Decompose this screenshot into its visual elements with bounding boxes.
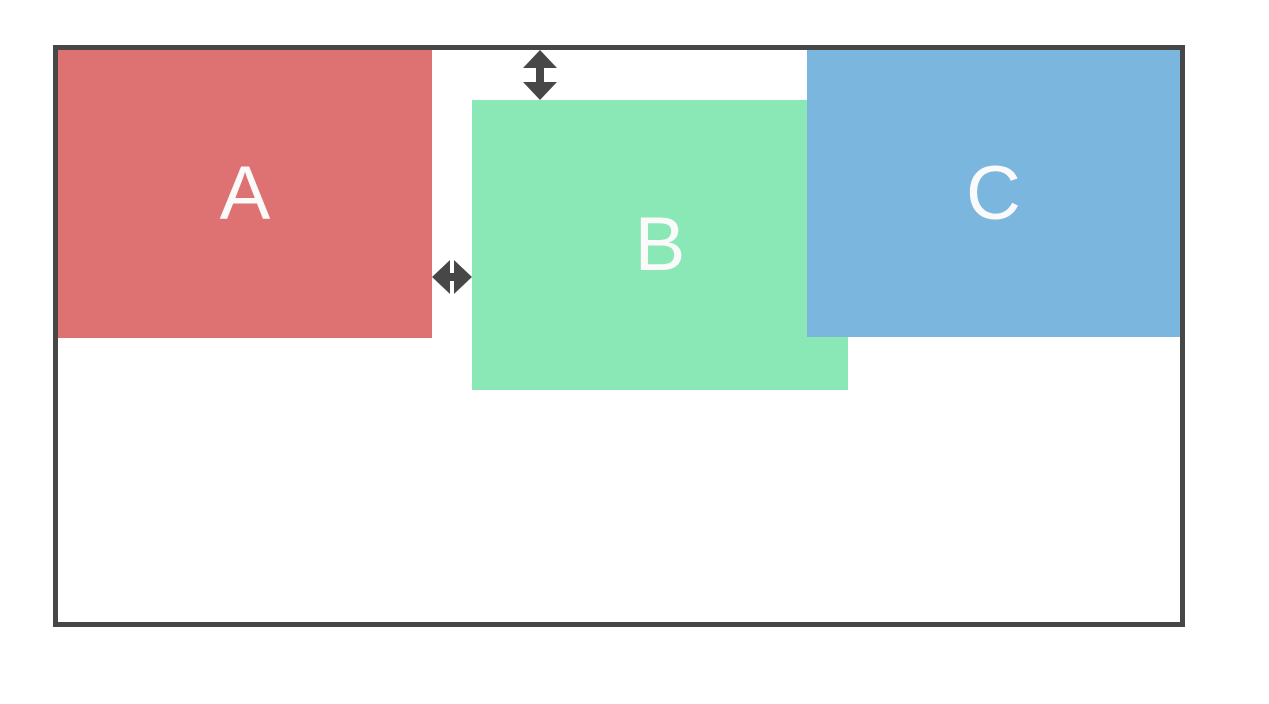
box-b: B [472, 100, 848, 390]
vertical-double-arrow-icon [523, 50, 557, 100]
container-frame [53, 45, 1185, 627]
box-b-label: B [634, 202, 686, 287]
horizontal-double-arrow-icon [432, 260, 472, 294]
box-c-label: C [966, 150, 1021, 236]
box-a: A [58, 50, 432, 338]
box-c: C [807, 50, 1180, 337]
box-a-label: A [219, 151, 271, 236]
